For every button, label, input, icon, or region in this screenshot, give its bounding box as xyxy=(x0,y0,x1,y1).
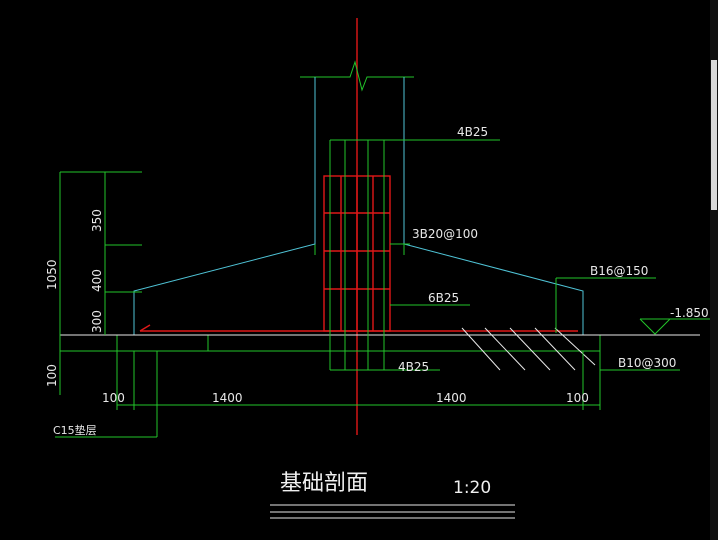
column-longitudinal-bars xyxy=(329,139,404,371)
dim-350: 350 xyxy=(90,209,104,232)
dim-left-1400: 1400 xyxy=(212,391,243,405)
slab-left-hook xyxy=(139,324,151,332)
dim-left-edge: 100 xyxy=(102,391,125,405)
column-cage xyxy=(323,175,391,332)
label-slab-top: B16@150 xyxy=(590,264,648,278)
elevation-label: -1.850 xyxy=(670,306,709,320)
vertical-dims xyxy=(59,171,142,395)
dim-400: 400 xyxy=(90,269,104,292)
scrollbar-thumb[interactable] xyxy=(711,60,717,210)
label-bottom-bars: 4B25 xyxy=(398,360,429,374)
horizontal-dims xyxy=(116,351,601,410)
annotation-leaders xyxy=(384,139,680,371)
drawing-scale: 1:20 xyxy=(453,478,491,498)
vertical-scrollbar[interactable] xyxy=(710,0,718,540)
dim-1050: 1050 xyxy=(45,259,59,290)
dim-right-1400: 1400 xyxy=(436,391,467,405)
dim-100: 100 xyxy=(45,364,59,387)
label-stirrups: 3B20@100 xyxy=(412,227,478,241)
dim-right-edge: 100 xyxy=(566,391,589,405)
drawing-title: 基础剖面 xyxy=(280,471,368,496)
elevation-marker xyxy=(639,318,710,335)
footing-outline xyxy=(133,77,584,336)
label-slab-bottom: B10@300 xyxy=(618,356,676,370)
label-side-bars: 6B25 xyxy=(428,291,459,305)
cushion-label: C15垫层 xyxy=(53,423,97,437)
label-top-bars: 4B25 xyxy=(457,125,488,139)
dim-300: 300 xyxy=(90,310,104,333)
slab-hatch xyxy=(461,327,596,371)
cushion-layer xyxy=(116,334,601,352)
